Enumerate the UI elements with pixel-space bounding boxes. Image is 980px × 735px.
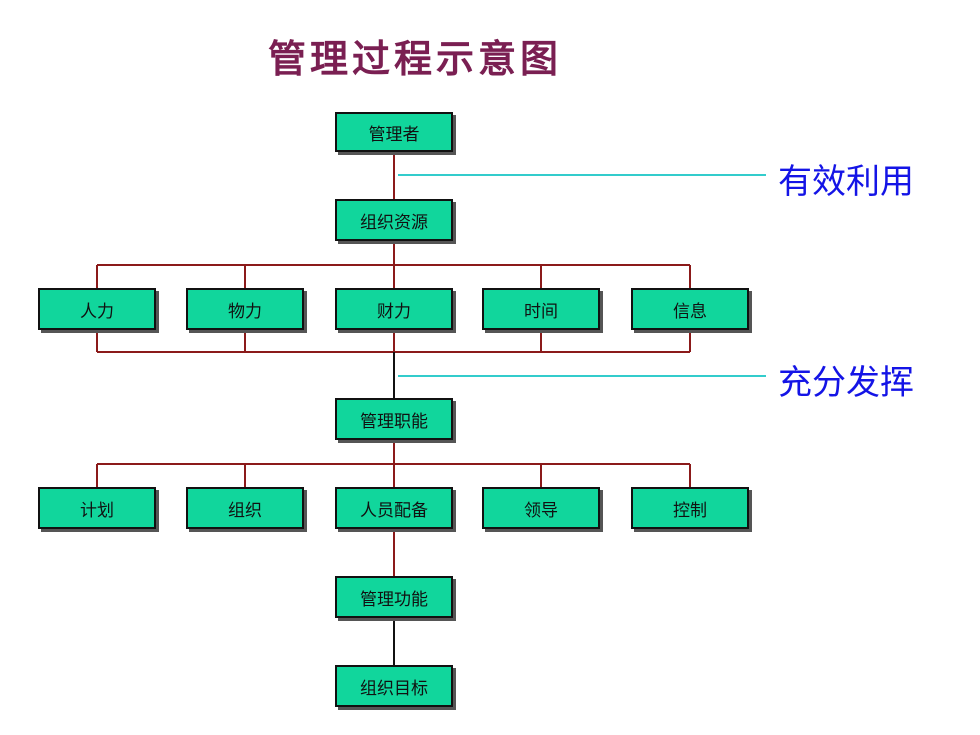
node-resources: 组织资源: [335, 199, 453, 241]
node-function-item: 人员配备: [335, 487, 453, 529]
node-effect: 管理功能: [335, 576, 453, 618]
node-function-item: 组织: [186, 487, 304, 529]
node-functions: 管理职能: [335, 398, 453, 440]
node-resource-item: 时间: [482, 288, 600, 330]
node-resource-item: 人力: [38, 288, 156, 330]
node-resource-item: 信息: [631, 288, 749, 330]
node-manager: 管理者: [335, 112, 453, 152]
node-function-item: 计划: [38, 487, 156, 529]
side-label-play: 充分发挥: [778, 363, 914, 403]
side-label-use: 有效利用: [778, 162, 914, 202]
diagram-title: 管理过程示意图: [267, 36, 562, 81]
node-function-item: 控制: [631, 487, 749, 529]
node-resource-item: 物力: [186, 288, 304, 330]
node-resource-item: 财力: [335, 288, 453, 330]
node-goal: 组织目标: [335, 665, 453, 707]
node-function-item: 领导: [482, 487, 600, 529]
